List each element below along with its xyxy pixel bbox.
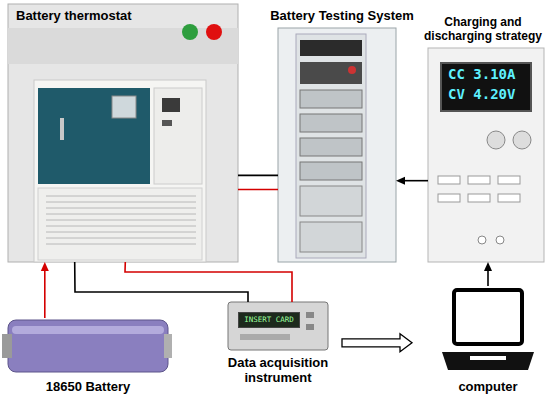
device-label: Battery Testing System (264, 9, 420, 24)
connection-wire (238, 175, 278, 177)
connection-wire (125, 262, 292, 302)
key-button (468, 176, 490, 184)
device-label: Data acquisition instrument (208, 356, 348, 386)
door-handle (60, 118, 64, 140)
arrow-head (41, 262, 49, 271)
emergency-button (348, 66, 356, 74)
device-node: 18650 Battery (8, 318, 168, 374)
connection-wire (238, 189, 278, 191)
battery-tab (2, 334, 12, 358)
key-button (498, 194, 520, 202)
battery-cell (8, 320, 168, 372)
rack-unit (300, 162, 362, 180)
thermostat-frame (8, 4, 238, 262)
vent-grille (46, 196, 196, 244)
daq-button (306, 312, 314, 318)
door-window (112, 96, 136, 118)
device-node: Data acquisition instrumentINSERT CARD (228, 302, 328, 350)
knob (513, 131, 531, 149)
display-screen: INSERT CARD (238, 312, 300, 328)
battery-tab (164, 334, 172, 358)
rack-unit (300, 186, 362, 216)
red-lamp (206, 24, 222, 40)
daq-body (228, 302, 328, 350)
connection-wire (44, 268, 46, 318)
arrow-head (484, 262, 492, 271)
device-node: Charging and discharging strategyCC 3.10… (428, 48, 544, 262)
laptop-trackpad (470, 356, 506, 360)
rack-unit (300, 40, 362, 56)
chamber-body (34, 80, 206, 262)
data-flow-arrow (342, 334, 412, 352)
key-button (468, 194, 490, 202)
terminal (496, 236, 504, 244)
battery-highlight (12, 326, 164, 334)
knob (487, 131, 505, 149)
control-panel (154, 88, 202, 184)
rack-unit (300, 138, 362, 156)
screen-text: INSERT CARD (239, 313, 299, 327)
rack-frame (296, 34, 366, 258)
rack-unit (300, 90, 362, 108)
arrow-head (396, 177, 405, 185)
device-node: computer (440, 286, 536, 374)
rack-unit (300, 62, 362, 84)
panel-switch (162, 120, 172, 126)
screen-text: CC 3.10A (442, 64, 530, 84)
green-lamp (182, 24, 198, 40)
device-node: Battery thermostat (8, 28, 238, 262)
device-node: Battery Testing System (278, 28, 396, 262)
thermostat-header (8, 28, 238, 64)
test-cabinet (278, 28, 396, 262)
rack-unit (300, 222, 362, 252)
rack-unit (300, 114, 362, 132)
terminal (478, 236, 486, 244)
device-label: 18650 Battery (8, 380, 168, 395)
power-supply (428, 48, 544, 262)
screen-text: CV 4.20V (442, 84, 530, 104)
key-button (498, 176, 520, 184)
laptop-base (442, 352, 534, 370)
lower-panel (38, 188, 202, 260)
chamber-door (38, 88, 150, 184)
laptop-screen (454, 290, 522, 344)
device-label: Charging and discharging strategy (418, 16, 548, 44)
key-button (438, 194, 460, 202)
connection-wire (402, 180, 428, 182)
connection-wire (75, 262, 248, 302)
display-screen: CC 3.10ACV 4.20V (440, 62, 532, 112)
device-label: computer (430, 380, 546, 395)
panel-display (162, 98, 180, 112)
daq-keys (240, 334, 290, 340)
key-button (438, 176, 460, 184)
device-label: Battery thermostat (16, 9, 238, 24)
daq-button (306, 324, 314, 330)
connection-wire (487, 268, 489, 286)
